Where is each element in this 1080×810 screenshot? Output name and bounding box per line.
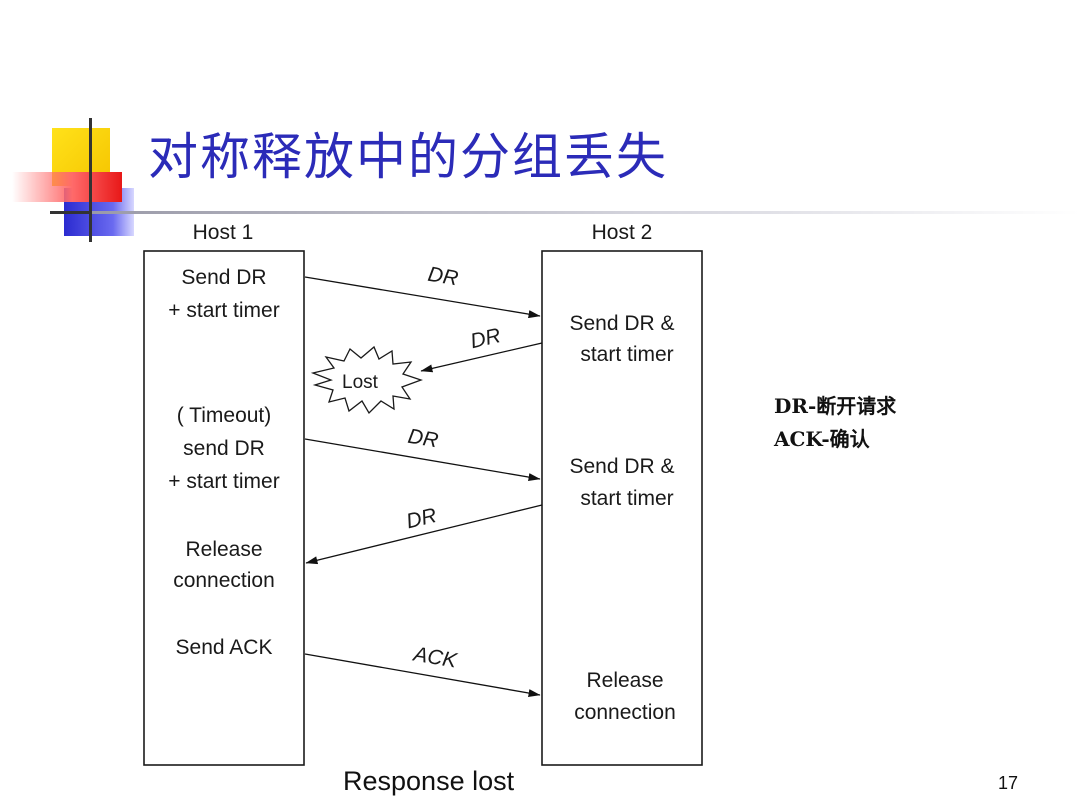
message-arrow-1	[304, 276, 541, 319]
host2-step-line: Send DR &	[569, 312, 674, 335]
host1-step-2: ( Timeout) send DR + start timer	[168, 404, 279, 493]
host1-step-line: connection	[173, 569, 275, 592]
host2-label: Host 2	[592, 221, 653, 244]
host2-box	[541, 250, 703, 766]
host1-label: Host 1	[193, 221, 254, 244]
host2-step-line: Send DR &	[569, 455, 674, 478]
host2-step-line: start timer	[580, 343, 673, 366]
host2-step-1: Send DR & start timer	[569, 312, 674, 366]
host2-step-line: start timer	[580, 487, 673, 510]
diagram-caption: Response lost	[343, 766, 515, 796]
message-label-4: DR	[404, 504, 439, 533]
slide-title: 对称释放中的分组丢失	[148, 128, 668, 186]
message-arrow-5	[304, 653, 541, 697]
host1-step-line: Send DR	[181, 266, 266, 289]
message-label-2: DR	[468, 324, 503, 353]
host1-box	[143, 250, 305, 766]
host2-step-2: Send DR & start timer	[569, 455, 674, 510]
host1-step-1: Send DR + start timer	[168, 266, 279, 322]
message-label-3: DR	[406, 425, 440, 453]
lost-label: Lost	[342, 372, 379, 393]
message-label-1: DR	[426, 263, 460, 291]
decor-red-bar	[12, 172, 122, 202]
host2-step-3: Release connection	[574, 669, 676, 724]
legend-item-ack: ACK-确认	[774, 427, 870, 451]
legend-item-dr: DR-断开请求	[774, 394, 897, 418]
decor-vertical-line	[89, 118, 92, 242]
host1-step-line: ( Timeout)	[177, 404, 272, 427]
legend: DR-断开请求 ACK-确认	[774, 390, 896, 456]
host1-step-line: Release	[185, 538, 262, 561]
message-arrow-2	[420, 342, 543, 373]
host2-step-line: connection	[574, 701, 676, 724]
message-arrow-4	[305, 504, 543, 565]
host1-step-line: + start timer	[168, 470, 279, 493]
message-label-5: ACK	[410, 642, 459, 673]
host1-step-3: Release connection	[173, 538, 275, 592]
host1-step-4: Send ACK	[176, 636, 273, 659]
host2-step-line: Release	[586, 669, 663, 692]
decor-horizontal-line	[50, 211, 130, 214]
host1-step-line: + start timer	[168, 299, 279, 322]
title-underline	[92, 211, 1080, 214]
host1-step-line: Send ACK	[176, 636, 273, 659]
message-arrow-3	[304, 438, 541, 482]
host1-step-line: send DR	[183, 437, 265, 460]
page-number: 17	[998, 773, 1019, 793]
lost-burst-icon	[310, 345, 423, 415]
